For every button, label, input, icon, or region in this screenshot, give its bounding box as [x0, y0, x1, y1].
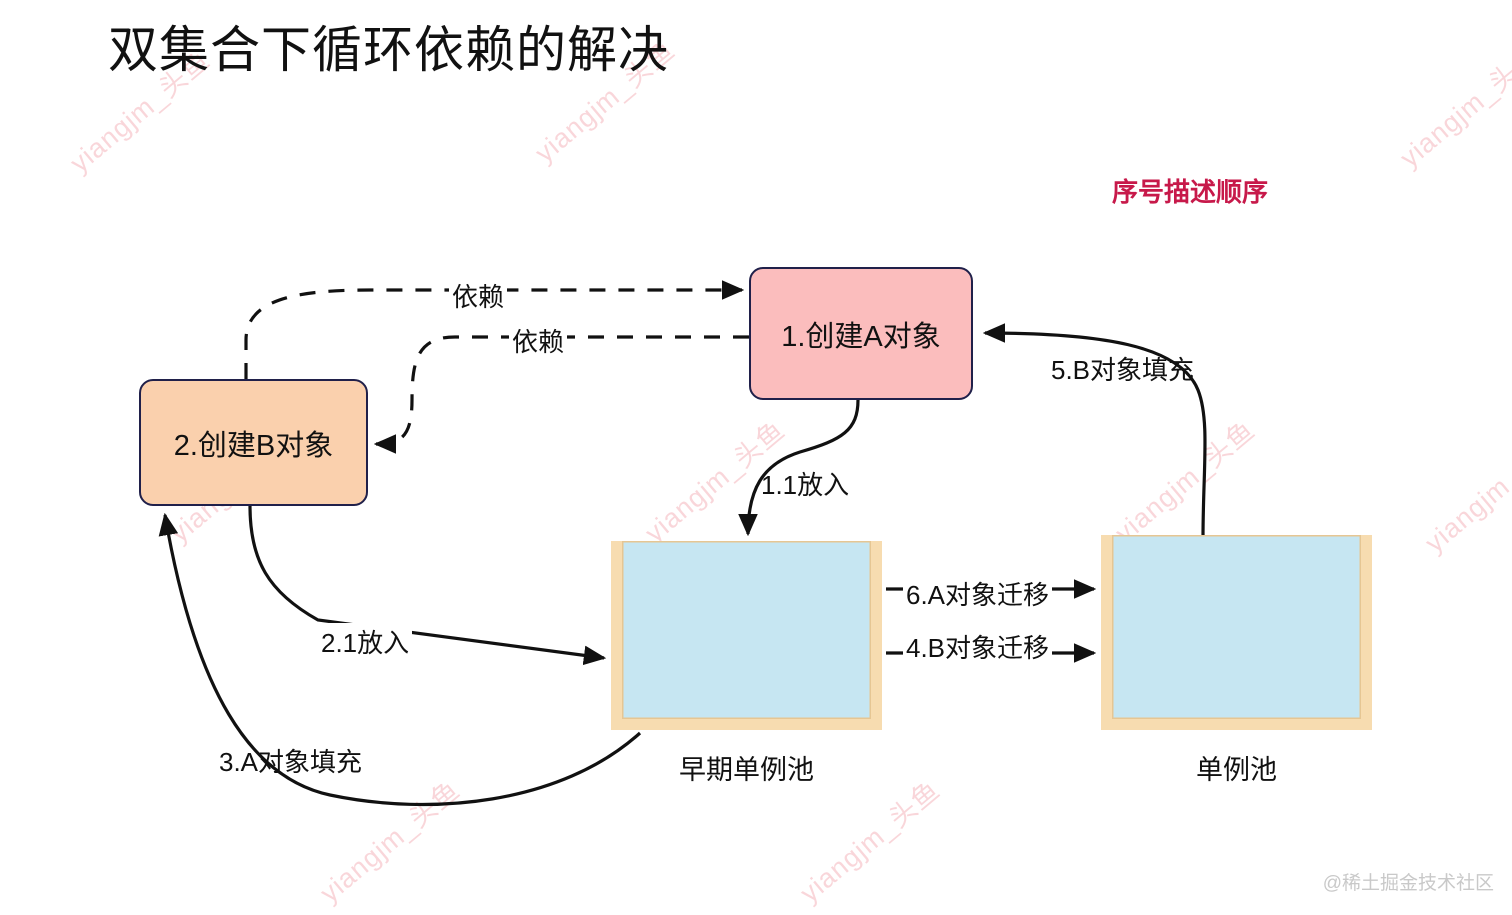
edge-label-dep-2: 依赖	[509, 322, 568, 359]
watermark-tile: yiangjm_头鱼	[1394, 39, 1512, 174]
pool-early-singleton-label: 早期单例池	[679, 755, 814, 785]
edge-label-fill-a: 3.A对象填充	[219, 747, 363, 777]
edge-label-put-11: 1.1放入	[761, 470, 850, 500]
site-watermark: @稀土掘金技术社区	[1322, 873, 1494, 894]
edge-label-put-21: 2.1放入	[318, 623, 413, 660]
edge-label-move-a: 6.A对象迁移	[903, 575, 1053, 612]
page-title: 双集合下循环依赖的解决	[108, 22, 669, 78]
watermark-tile: yiangjm_头鱼	[1109, 414, 1261, 549]
watermark-tile: yiangjm_头鱼	[314, 774, 466, 909]
edge-label-fill-b: 5.B对象填充	[1051, 355, 1195, 385]
watermark-tile: yiangjm_头鱼	[1419, 424, 1512, 559]
legend-note: 序号描述顺序	[1112, 177, 1269, 207]
node-create-b-label: 2.创建B对象	[173, 429, 334, 462]
watermark-tile: yiangjm_头鱼	[794, 774, 946, 909]
node-create-a-label: 1.创建A对象	[781, 320, 941, 353]
pool-singleton-label: 单例池	[1196, 755, 1277, 785]
edge-label-dep-1: 依赖	[449, 277, 508, 314]
node-create-a-object[interactable]: 1.创建A对象	[749, 267, 973, 400]
edge-put-21	[248, 505, 607, 666]
pool-singleton[interactable]	[1101, 535, 1372, 730]
edge-label-move-b: 4.B对象迁移	[903, 628, 1053, 665]
pool-early-singleton[interactable]	[611, 541, 882, 730]
node-create-b-object[interactable]: 2.创建B对象	[139, 379, 368, 506]
